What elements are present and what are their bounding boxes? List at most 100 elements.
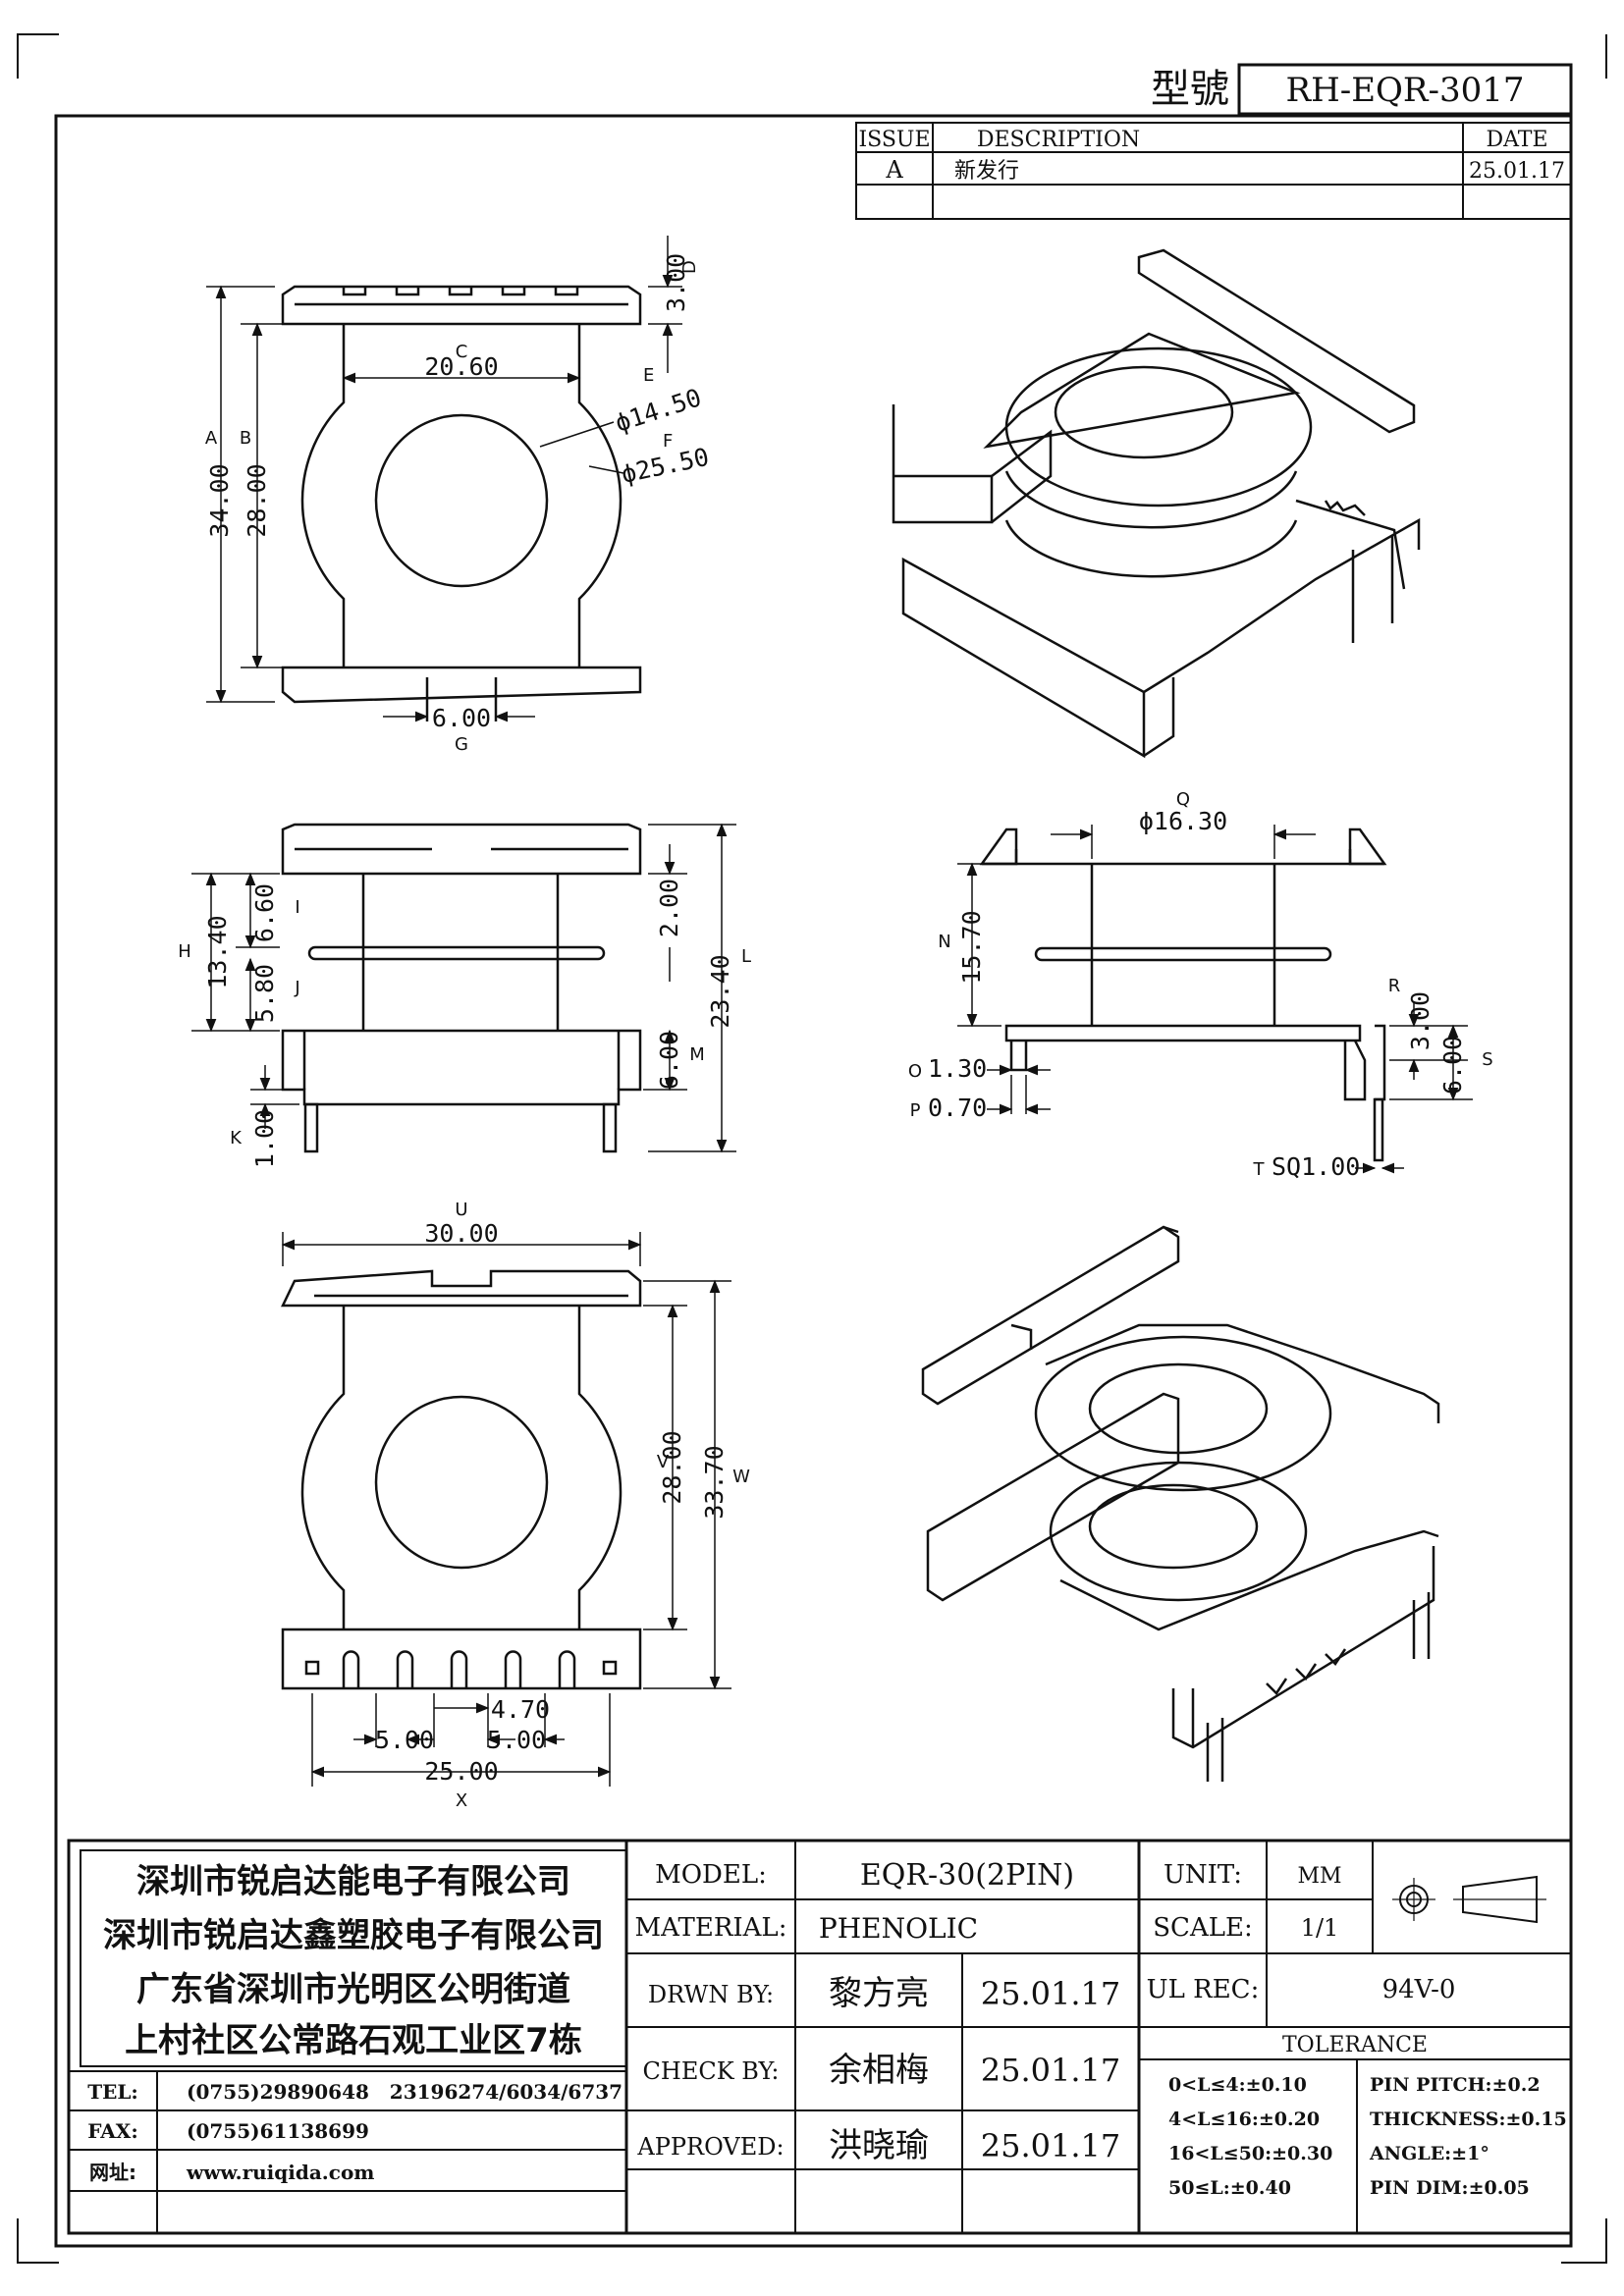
dim-34-00: 34.00 [205,463,234,537]
model-no-box [1237,63,1573,116]
tag-p: P [910,1100,921,1121]
model-label: 型號 [1151,67,1229,112]
tag-t: T [1253,1159,1266,1180]
top-view: 3.00 D 20.60 C ϕ14.50 E ϕ25.50 F 34.00 A… [205,236,712,755]
tag-k: K [230,1128,243,1148]
bottom-view: 30.00 U 28.00 V 33.70 W 4.70 5.00 5.00 2… [281,1200,750,1811]
dim-6-00-front: 6.00 [655,1031,683,1090]
drawn-label: DRWN BY: [648,1981,774,2008]
tag-u: U [455,1200,467,1220]
dim-25-00: 25.00 [424,1757,498,1786]
corner-marks [17,33,1607,2264]
dim-5-00-left: 5.00 [375,1726,434,1754]
rev-col-date: DATE [1486,128,1547,152]
web-label: 网址: [89,2161,136,2184]
tag-m: M [689,1044,705,1065]
approved-date: 25.01.17 [981,2127,1121,2164]
material-value: PHENOLIC [819,1912,978,1945]
tag-x: X [456,1790,467,1811]
check-label: CHECK BY: [643,2057,780,2085]
dim-4-70: 4.70 [491,1695,550,1724]
dim-5-80: 5.80 [250,964,279,1023]
tag-a: A [205,428,218,449]
tol-left-1: 0<L≤4:±0.10 [1168,2074,1307,2096]
check-date: 25.01.17 [981,2052,1121,2089]
tag-i: I [295,897,299,918]
tag-v: V [657,1452,670,1472]
dim-3-00-top: 3.00 [662,253,690,312]
tag-g: G [455,734,468,755]
front-view: 13.40 H 6.60 I 5.80 J 2.00 23.40 L 6.00 … [178,823,751,1168]
approved-label: APPROVED: [636,2133,784,2161]
tag-f: F [663,431,673,452]
unit-value: MM [1297,1864,1341,1889]
scale-label: SCALE: [1153,1913,1253,1943]
tol-left-2: 4<L≤16:±0.20 [1168,2109,1320,2130]
model-no: RH-EQR-3017 [1285,71,1524,110]
dim-1-00: 1.00 [250,1109,279,1168]
model-field-value: EQR-30(2PIN) [860,1858,1074,1893]
dim-20-60: 20.60 [424,352,498,381]
dim-1-30: 1.30 [928,1054,987,1083]
tag-e: E [643,365,654,386]
approved-name: 洪晓瑜 [829,2126,929,2165]
tol-right-4: PIN DIM:±0.05 [1370,2177,1530,2199]
iso-view-bottom [921,1225,1440,1782]
tag-d: D [679,260,700,274]
dim-3-00-side: 3.00 [1406,991,1435,1050]
sheet-border [54,114,1573,2248]
rev-issue: A [885,156,903,184]
model-header: 型號 RH-EQR-3017 [1151,63,1573,116]
tol-right-1: PIN PITCH:±0.2 [1370,2074,1541,2096]
rev-col-issue: ISSUE [858,128,930,152]
tel-value: (0755)29890648 23196274/6034/6737 [187,2080,623,2104]
dim-dia-14-50: ϕ14.50 [612,383,705,437]
dim-6-00-side: 6.00 [1438,1036,1467,1095]
dim-dia-16-30: ϕ16.30 [1139,807,1227,835]
tag-c: C [456,342,468,362]
drawn-name: 黎方亮 [829,1974,929,2013]
tol-right-2: THICKNESS:±0.15 [1370,2109,1567,2130]
rev-date: 25.01.17 [1469,159,1565,184]
dim-28-00-top: 28.00 [243,463,271,537]
unit-label: UNIT: [1164,1860,1242,1890]
dim-6-00-top: 6.00 [432,704,491,732]
tag-r: R [1388,976,1401,996]
dim-sq1-00: SQ1.00 [1272,1152,1360,1181]
tolerance-title: TOLERANCE [1282,2033,1428,2057]
drawn-date: 25.01.17 [981,1975,1121,2012]
check-name: 余相梅 [829,2051,929,2090]
dim-15-70: 15.70 [957,910,986,984]
side-view: ϕ16.30 Q 15.70 N 1.30 O 0.70 P 3.00 R 6.… [908,789,1493,1181]
tag-h: H [178,941,191,962]
revision-table [855,122,1572,220]
tag-j: J [294,978,299,998]
ul-label: UL REC: [1147,1975,1260,2004]
ul-value: 94V-0 [1382,1975,1456,2004]
tol-right-3: ANGLE:±1° [1369,2143,1489,2164]
company-line-2: 深圳市锐启达鑫塑胶电子有限公司 [103,1916,604,1955]
dim-23-40: 23.40 [706,954,734,1028]
dim-0-70: 0.70 [928,1094,987,1122]
dim-13-40: 13.40 [203,915,232,988]
dim-2-00: 2.00 [655,879,683,937]
iso-view-top [892,248,1421,759]
tag-o: O [908,1061,922,1082]
scale-value: 1/1 [1301,1914,1339,1942]
fax-label: FAX: [87,2119,137,2143]
title-block [67,1839,1573,2235]
tel-label: TEL: [87,2080,138,2104]
dim-33-70: 33.70 [700,1445,729,1519]
tol-left-4: 50≤L:±0.40 [1168,2177,1291,2199]
model-field-label: MODEL: [655,1860,767,1890]
tag-w: W [732,1467,750,1487]
dim-30-00: 30.00 [424,1219,498,1248]
company-address-1: 广东省深圳市光明区公明街道 [136,1970,570,2009]
company-line-1: 深圳市锐启达能电子有限公司 [136,1862,570,1901]
tag-s: S [1482,1049,1492,1070]
dim-28-00-bottom: 28.00 [658,1430,686,1504]
company-address-2: 上村社区公常路石观工业区7栋 [125,2021,582,2060]
tag-b: B [240,428,251,449]
web-value: www.ruiqida.com [186,2161,374,2184]
